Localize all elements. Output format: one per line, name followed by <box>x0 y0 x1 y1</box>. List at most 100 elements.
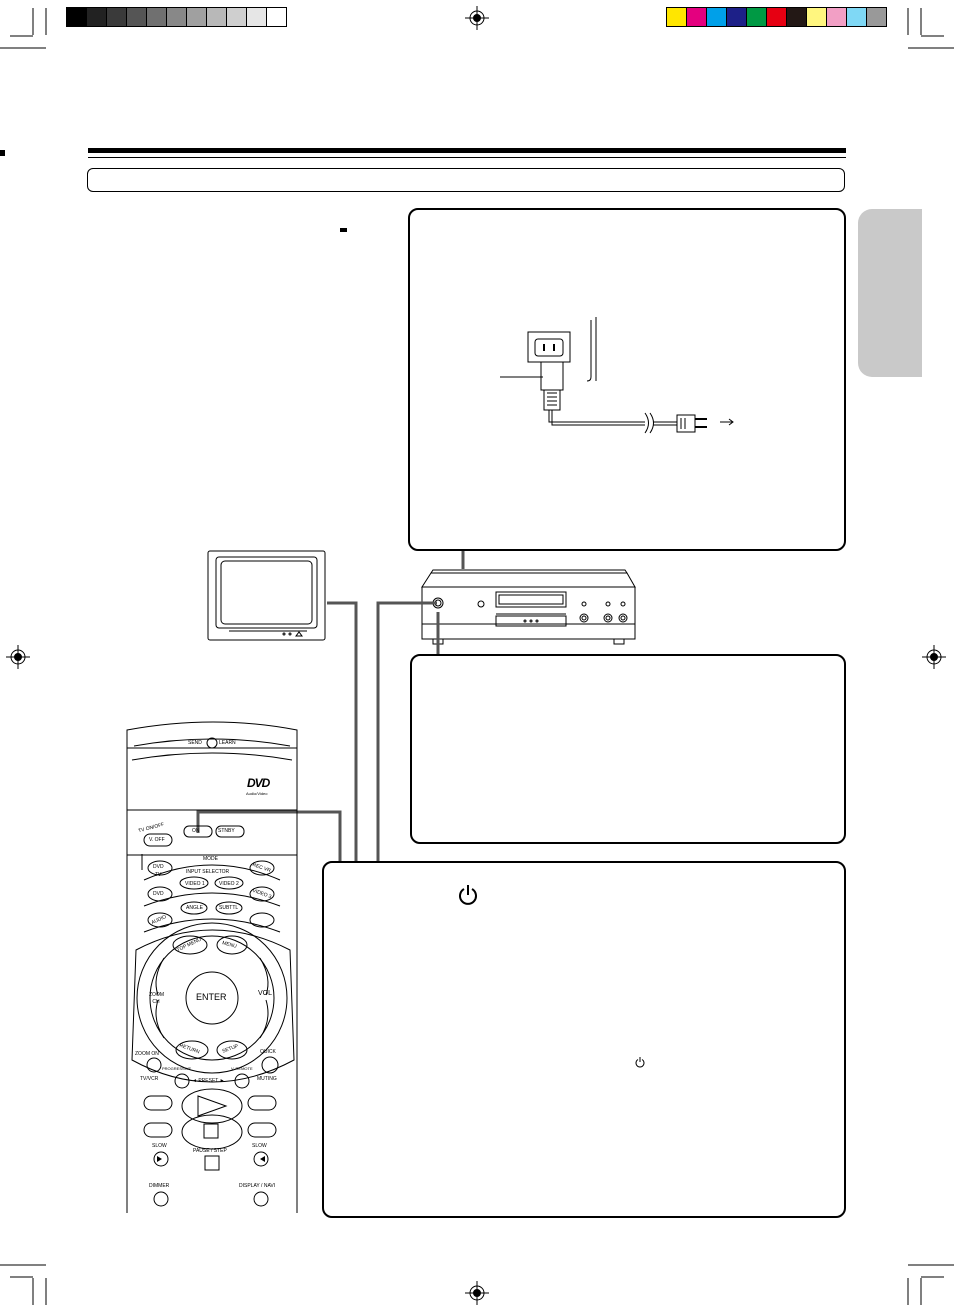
gray-swatch-2 <box>87 8 107 26</box>
registration-mark-bottom <box>465 1281 489 1305</box>
remote-video2-label: VIDEO 2 <box>219 881 239 887</box>
video2-button <box>214 876 244 890</box>
eject-button <box>249 912 275 928</box>
header-rule-thick <box>88 148 846 153</box>
audio-button <box>147 912 173 928</box>
gray-swatch-1 <box>67 8 87 26</box>
enter-button <box>185 971 239 1025</box>
gray-swatch-4 <box>127 8 147 26</box>
color-swatch-1 <box>667 8 687 26</box>
section-banner <box>87 168 845 192</box>
v-off-button <box>143 833 173 847</box>
gray-swatch-6 <box>167 8 187 26</box>
display-navi-button <box>253 1191 269 1207</box>
remote-subttl-label: SUBTTL <box>219 905 239 911</box>
dimmer-button <box>153 1191 169 1207</box>
gray-swatch-10 <box>247 8 267 26</box>
remote-dvd-label-2: DVD <box>153 891 164 897</box>
color-swatch-9 <box>827 8 847 26</box>
power-icon <box>459 885 477 905</box>
slow-forward-button <box>253 1151 269 1167</box>
remote-progressive-label: PROGRESSIVE <box>162 1066 192 1071</box>
remote-quick-label: QUICK <box>260 1049 276 1055</box>
angle-button <box>180 901 208 915</box>
remote-angle-label: ANGLE <box>186 905 203 911</box>
remote-zoom-on-label: ZOOM ON <box>135 1051 159 1057</box>
gray-swatch-9 <box>227 8 247 26</box>
registration-mark-right <box>922 645 946 669</box>
remote-tv-vcr-label: TV/VCR <box>140 1076 159 1082</box>
remote-pause-step-label: PAUSE / STEP <box>193 1148 227 1154</box>
play-button <box>181 1088 243 1124</box>
registration-mark-left <box>6 645 30 669</box>
remote-muting-label: MUTING <box>257 1076 277 1082</box>
remote-dvd-label-1: DVD <box>153 864 164 870</box>
color-bar <box>666 7 887 27</box>
remote-zoom-ch-label: ZOOM CH <box>149 992 164 1005</box>
fast-forward-button <box>247 1122 277 1138</box>
color-swatch-8 <box>807 8 827 26</box>
grayscale-bar <box>66 7 287 27</box>
remote-send-label: SEND <box>188 740 202 746</box>
menu-button <box>216 935 248 955</box>
remote-display-navi-label: DISPLAY / NAVI <box>239 1183 276 1189</box>
remote-stnby-label: STNBY <box>218 828 235 834</box>
gray-swatch-8 <box>207 8 227 26</box>
setup-button <box>216 1040 248 1060</box>
nav-ring <box>136 922 288 1074</box>
power-button-panel <box>322 861 846 1218</box>
remote-video1-label: VIDEO 1 <box>185 881 205 887</box>
dvd-tv-button <box>147 860 173 876</box>
top-menu-button <box>172 935 208 955</box>
stop-button <box>203 1123 219 1139</box>
color-swatch-2 <box>687 8 707 26</box>
tv-vcr-button <box>174 1073 190 1089</box>
color-swatch-7 <box>787 8 807 26</box>
send-learn-switch <box>206 737 218 749</box>
remote-input-selector-label: INPUT SELECTOR <box>186 869 230 875</box>
pause-step-button <box>204 1155 220 1171</box>
dvd-button <box>147 886 173 902</box>
power-cord-illustration <box>500 317 734 434</box>
video1-button <box>179 876 209 890</box>
dvd-player-illustration <box>421 569 636 645</box>
remote-preset-label: ◄ PRESET ► <box>192 1078 225 1084</box>
remote-tv-label: TV <box>155 872 162 878</box>
gray-swatch-11 <box>267 8 286 26</box>
remote-learn-label: LEARN <box>219 740 236 746</box>
remote-dvd-sub: Audio/Video <box>246 791 268 796</box>
slow-back-button <box>153 1151 169 1167</box>
color-swatch-5 <box>747 8 767 26</box>
quick-button <box>261 1056 279 1074</box>
remote-enter-label: ENTER <box>196 992 227 1002</box>
gray-swatch-5 <box>147 8 167 26</box>
remote-control <box>126 721 298 1213</box>
zoom-on-button <box>146 1057 162 1073</box>
gray-swatch-3 <box>107 8 127 26</box>
power-cord-panel <box>408 208 846 551</box>
middle-info-panel <box>410 654 846 844</box>
remote-mode-label: MODE <box>203 856 218 862</box>
video3-button <box>249 886 275 902</box>
return-button <box>175 1040 209 1060</box>
remote-dimmer-label: DIMMER <box>149 1183 170 1189</box>
remote-dvd-logo: DVD <box>247 776 270 790</box>
remote-vol-label: VOL <box>258 990 273 997</box>
muting-button <box>234 1073 250 1089</box>
skip-back-button <box>143 1095 173 1111</box>
registration-mark-top <box>465 6 489 30</box>
side-tab <box>858 209 922 377</box>
color-swatch-3 <box>707 8 727 26</box>
header-rule-thin <box>88 157 846 158</box>
rewind-button <box>143 1122 173 1138</box>
remote-slow-label-right: SLOW <box>252 1143 267 1149</box>
small-marker <box>340 228 347 232</box>
tv-illustration <box>207 550 326 641</box>
color-swatch-6 <box>767 8 787 26</box>
ac-plug <box>676 414 696 433</box>
remote-v-off-label: V. OFF <box>149 837 165 843</box>
remote-slow-label-left: SLOW <box>152 1143 167 1149</box>
gray-swatch-7 <box>187 8 207 26</box>
skip-forward-button <box>247 1095 277 1111</box>
